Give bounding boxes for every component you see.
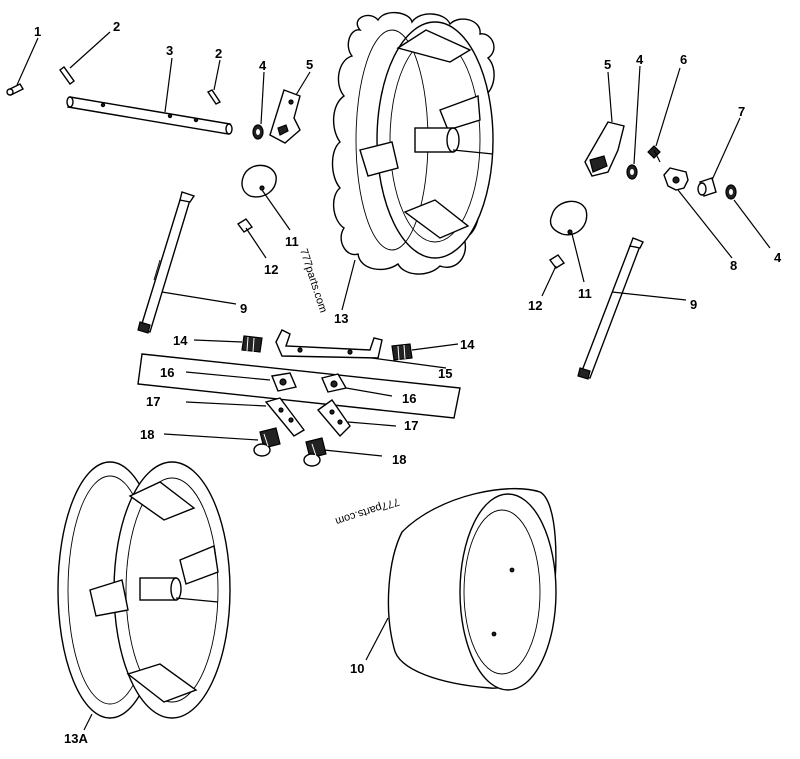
leader-12a xyxy=(245,227,267,259)
leader-16b xyxy=(345,387,393,397)
callout-16b: 16 xyxy=(402,391,416,406)
part-18-bolt-left xyxy=(253,427,281,457)
leader-1 xyxy=(16,37,39,86)
part-4-washer-right xyxy=(626,164,638,180)
part-18-bolt-right xyxy=(303,437,327,467)
leader-4c xyxy=(733,199,771,249)
part-11-cap-left xyxy=(241,164,277,198)
callout-18b: 18 xyxy=(392,452,406,467)
callout-17a: 17 xyxy=(146,394,160,409)
leader-4b xyxy=(633,65,641,165)
callout-3: 3 xyxy=(166,43,173,58)
part-9-rod-right xyxy=(577,237,644,380)
callout-14b: 14 xyxy=(460,337,475,352)
callout-4b: 4 xyxy=(636,52,644,67)
callout-11a: 11 xyxy=(285,234,299,249)
leader-8 xyxy=(677,189,733,259)
leader-3 xyxy=(164,57,173,113)
watermark-lower: 777parts.com xyxy=(334,495,401,527)
callout-9b: 9 xyxy=(690,297,697,312)
callout-17b: 17 xyxy=(404,418,418,433)
part-2-roll-pin-right xyxy=(206,89,222,105)
callout-1: 1 xyxy=(34,24,41,39)
callout-2a: 2 xyxy=(113,19,120,34)
part-6-screw xyxy=(647,145,661,163)
part-12-clip-right xyxy=(548,254,566,269)
part-2-roll-pin-left xyxy=(59,66,75,85)
callout-5b: 5 xyxy=(604,57,611,72)
leader-11a xyxy=(261,189,291,231)
part-13-wheel xyxy=(331,12,495,275)
part-8-star-knob xyxy=(663,167,689,191)
leader-2b xyxy=(213,59,221,91)
leader-18a xyxy=(163,433,259,441)
part-3-axle xyxy=(66,96,233,135)
leader-11b xyxy=(571,233,585,283)
part-5-bracket-left xyxy=(269,89,301,144)
leader-17b xyxy=(347,421,397,427)
leader-13 xyxy=(341,259,356,311)
leader-16a xyxy=(185,371,271,381)
callout-7: 7 xyxy=(738,104,745,119)
leader-17a xyxy=(185,401,267,407)
callout-6: 6 xyxy=(680,52,687,67)
callout-5a: 5 xyxy=(306,57,313,72)
callout-15: 15 xyxy=(438,366,452,381)
callout-16a: 16 xyxy=(160,365,174,380)
part-13A-wheel xyxy=(57,461,231,719)
callout-4a: 4 xyxy=(259,58,267,73)
leader-10 xyxy=(365,617,389,661)
callout-12b: 12 xyxy=(528,298,542,313)
callout-18a: 18 xyxy=(140,427,154,442)
callout-11b: 11 xyxy=(578,286,592,301)
callout-9a: 9 xyxy=(240,301,247,316)
callout-13: 13 xyxy=(334,311,348,326)
part-17-plate-right xyxy=(316,399,351,438)
leader-12b xyxy=(541,265,557,297)
part-12-clip-left xyxy=(236,218,254,233)
part-4-washer-left xyxy=(252,124,264,140)
leader-5b xyxy=(607,71,613,123)
leader-4a xyxy=(260,71,265,125)
leader-13a xyxy=(83,713,93,731)
part-5-bracket-right xyxy=(584,121,625,177)
flat-bar xyxy=(137,353,461,419)
part-9-rod-left xyxy=(137,191,196,334)
part-14-spring-left xyxy=(241,335,263,353)
part-15-bracket xyxy=(275,329,383,359)
callout-13A: 13A xyxy=(64,731,88,746)
part-7-bushing xyxy=(697,177,717,197)
leader-7 xyxy=(711,117,741,181)
callout-12a: 12 xyxy=(264,262,278,277)
leader-14b xyxy=(411,343,459,351)
part-17-plate-left xyxy=(264,397,306,437)
callout-2b: 2 xyxy=(215,46,222,61)
leader-18b xyxy=(323,449,383,457)
part-10-tire xyxy=(387,487,557,691)
part-16-nut-left xyxy=(271,372,297,392)
leader-6 xyxy=(655,67,681,147)
leader-9b xyxy=(611,291,687,301)
part-14-spring-right xyxy=(391,343,413,361)
part-11-cap-right xyxy=(549,200,588,236)
callout-4c: 4 xyxy=(774,250,782,265)
callout-14a: 14 xyxy=(173,333,188,348)
watermark-upper: 777parts.com xyxy=(297,247,329,314)
leader-14a xyxy=(193,339,243,343)
part-4-washer-far-right xyxy=(725,184,737,200)
leader-15 xyxy=(371,357,447,369)
leader-2a xyxy=(69,31,111,69)
callout-8: 8 xyxy=(730,258,737,273)
part-16-nut-right xyxy=(321,373,348,393)
part-1-pin xyxy=(6,83,24,96)
leader-9a xyxy=(161,291,237,305)
callout-10: 10 xyxy=(350,661,364,676)
leader-5a xyxy=(295,71,311,96)
